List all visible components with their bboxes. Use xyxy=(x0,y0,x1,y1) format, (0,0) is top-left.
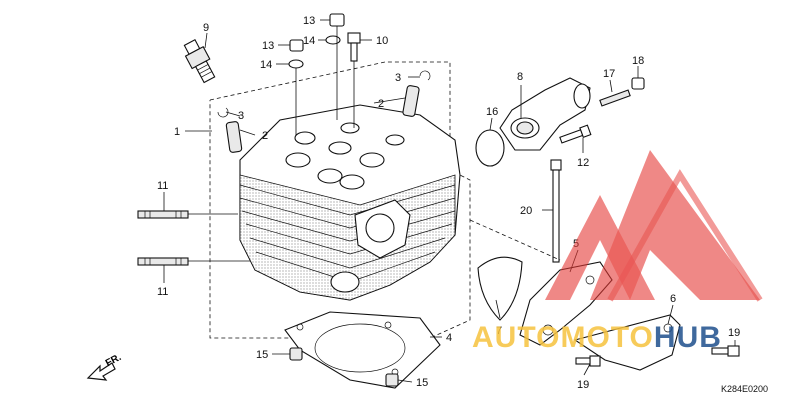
callout-18: 18 xyxy=(632,55,644,67)
callout-16: 16 xyxy=(486,106,498,118)
nut-18 xyxy=(631,77,645,90)
callout-13-mid: 13 xyxy=(262,40,274,52)
callout-19-right: 19 xyxy=(728,327,740,339)
clip-right xyxy=(419,70,431,81)
callout-2-right: 2 xyxy=(378,98,384,110)
cap-nut-mid xyxy=(289,39,304,52)
o-ring xyxy=(475,129,505,167)
watermark-hub: HUB xyxy=(654,321,722,354)
washer-top xyxy=(325,35,341,45)
callout-3-right: 3 xyxy=(395,72,401,84)
callout-17: 17 xyxy=(603,68,615,80)
callout-9: 9 xyxy=(203,22,209,34)
stud-17 xyxy=(599,89,631,107)
washer-mid xyxy=(288,59,304,69)
callout-19-left: 19 xyxy=(577,379,589,391)
callout-4: 4 xyxy=(446,332,452,344)
callout-13-top: 13 xyxy=(303,15,315,27)
callout-7: 7 xyxy=(496,325,502,337)
stud-upper xyxy=(137,210,189,219)
front-label: FR. xyxy=(104,352,124,369)
callout-12: 12 xyxy=(577,157,589,169)
callout-2-left: 2 xyxy=(262,130,268,142)
watermark-text: AUTOMOTOHUB xyxy=(472,321,722,354)
cap-nut-top xyxy=(329,13,345,27)
valve-guide-left xyxy=(225,121,243,153)
head-gasket xyxy=(284,311,441,389)
valve-guide-right xyxy=(402,85,420,117)
callout-3-left: 3 xyxy=(238,110,244,122)
watermark-logo: AUTOMOTOHUB xyxy=(472,150,763,354)
gasket-7 xyxy=(477,256,523,321)
bolt-20 xyxy=(550,159,562,263)
cylinder-head xyxy=(239,104,461,301)
callout-1: 1 xyxy=(174,126,180,138)
bolt-12 xyxy=(559,124,592,144)
bolt-19-left xyxy=(575,355,601,367)
callout-6: 6 xyxy=(670,293,676,305)
callout-15-left: 15 xyxy=(256,349,268,361)
bolt-10 xyxy=(347,32,361,62)
leader-lines xyxy=(163,19,736,383)
callout-14-mid: 14 xyxy=(260,59,272,71)
watermark-auto: AUTO xyxy=(472,321,560,354)
dowel-pin-left xyxy=(289,347,303,361)
callout-15-right: 15 xyxy=(416,377,428,389)
diagram-code: K284E0200 xyxy=(721,384,768,394)
callout-10: 10 xyxy=(376,35,388,47)
clip-left xyxy=(217,107,229,118)
bolt-19-right xyxy=(711,345,740,357)
callout-14-top: 14 xyxy=(303,35,315,47)
callout-8: 8 xyxy=(517,71,523,83)
callout-11-lower: 11 xyxy=(157,286,168,298)
callout-11-upper: 11 xyxy=(157,180,168,192)
front-arrow-icon xyxy=(86,362,116,381)
dowel-pin-right xyxy=(385,373,399,387)
assembly-frame xyxy=(209,61,471,339)
watermark-moto: MOTO xyxy=(560,321,653,354)
intake-insulator xyxy=(499,77,591,151)
callout-labels: 1 2 2 3 3 4 5 6 7 8 9 10 11 11 12 13 13 … xyxy=(157,15,740,391)
stud-lower xyxy=(137,257,189,266)
front-direction-indicator: FR. xyxy=(86,352,124,381)
callout-20: 20 xyxy=(520,205,532,217)
spark-plug xyxy=(183,39,216,84)
